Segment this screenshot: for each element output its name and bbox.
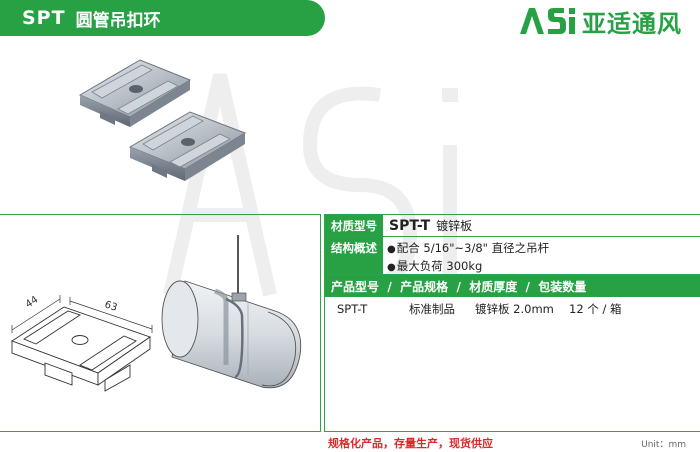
clip-line-drawing bbox=[11, 306, 151, 392]
feature-item: ●最大负荷 300kg bbox=[387, 259, 483, 273]
dim-width: 44 bbox=[24, 294, 41, 310]
feature-item: ●配合 5/16"~3/8" 直径之吊杆 bbox=[387, 241, 550, 255]
model-code: SPT-T bbox=[389, 217, 431, 234]
model-label: 材质型号 bbox=[325, 215, 383, 236]
cell-packing: 12 个 / 箱 bbox=[569, 302, 622, 316]
product-name: 圆管吊扣环 bbox=[75, 10, 161, 31]
product-photo bbox=[78, 59, 247, 181]
cell-model: SPT-T bbox=[337, 302, 368, 316]
dim-length: 63 bbox=[103, 299, 119, 313]
table-row: SPT-T 标准制品 镀锌板 2.0mm 12 个 / 箱 bbox=[325, 299, 700, 319]
slogan: 规格化产品，存量生产，现货供应 bbox=[328, 437, 493, 450]
spec-panel: 材质型号 SPT-T 镀锌板 结构概述 ●配合 5/16"~3/8" 直径之吊杆… bbox=[324, 214, 700, 432]
features-label: 结构概述 bbox=[325, 237, 383, 274]
clip-lower bbox=[128, 111, 247, 181]
model-row: 材质型号 SPT-T 镀锌板 bbox=[325, 215, 700, 237]
drawing-panel: 44 63 bbox=[0, 214, 321, 432]
model-value: SPT-T 镀锌板 bbox=[383, 215, 700, 236]
title-banner: SPT 圆管吊扣环 bbox=[0, 0, 325, 36]
unit-label: Unit：mm bbox=[641, 439, 686, 450]
brand-name: 亚适通风 bbox=[582, 9, 682, 38]
table-header: 产品型号 / 产品规格 / 材质厚度 / 包装数量 bbox=[325, 275, 700, 297]
asi-logo-icon bbox=[520, 8, 575, 34]
pipe-installation-illustration bbox=[161, 235, 302, 389]
features-list: ●配合 5/16"~3/8" 直径之吊杆 ●最大负荷 300kg bbox=[383, 237, 700, 274]
brand-logo: 亚适通风 bbox=[518, 6, 682, 38]
footer: 规格化产品，存量生产，现货供应 Unit：mm bbox=[324, 434, 700, 452]
watermark-logo bbox=[163, 73, 458, 298]
cell-material: 镀锌板 2.0mm bbox=[475, 302, 554, 316]
product-code: SPT bbox=[22, 7, 66, 29]
model-material: 镀锌板 bbox=[436, 219, 473, 233]
cell-standard: 标准制品 bbox=[409, 302, 455, 316]
clip-upper bbox=[78, 59, 192, 127]
technical-drawing: 44 63 bbox=[11, 235, 302, 392]
features-row: 结构概述 ●配合 5/16"~3/8" 直径之吊杆 ●最大负荷 300kg bbox=[325, 237, 700, 275]
